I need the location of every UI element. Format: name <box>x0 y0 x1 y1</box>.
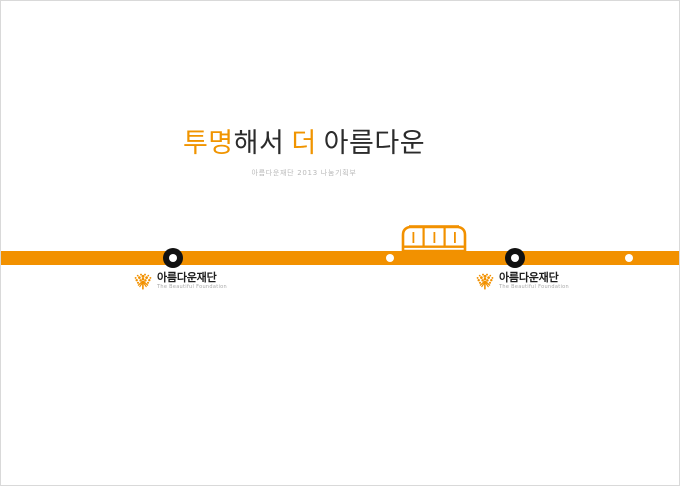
headline-segment-2: 해서 <box>233 128 285 159</box>
station-marker-right <box>505 248 525 268</box>
logo-name-ko: 아름다운재단 <box>499 270 559 284</box>
tree-icon <box>474 270 496 292</box>
track-bar <box>1 251 679 265</box>
logo-name-en: The Beautiful Foundation <box>499 283 569 290</box>
tree-icon <box>132 270 154 292</box>
station-marker-left <box>163 248 183 268</box>
logo-text-block: 아름다운재단 The Beautiful Foundation <box>157 270 227 291</box>
foundation-logo-left: 아름다운재단 The Beautiful Foundation <box>132 269 256 293</box>
tram-icon <box>400 225 468 253</box>
track-dot-left <box>386 254 394 262</box>
headline-segment-1: 투명 <box>182 128 234 159</box>
logo-name-en: The Beautiful Foundation <box>157 283 227 290</box>
page-subtitle: 아름다운재단 2013 나눔기획부 <box>251 169 357 177</box>
logo-text-block: 아름다운재단 The Beautiful Foundation <box>499 270 569 291</box>
logo-name-ko: 아름다운재단 <box>157 270 217 284</box>
track-dot-right <box>625 254 633 262</box>
headline-segment-4: 아름다운 <box>323 128 426 159</box>
headline-segment-3: 더 <box>291 128 317 159</box>
foundation-logo-right: 아름다운재단 The Beautiful Foundation <box>474 269 598 293</box>
